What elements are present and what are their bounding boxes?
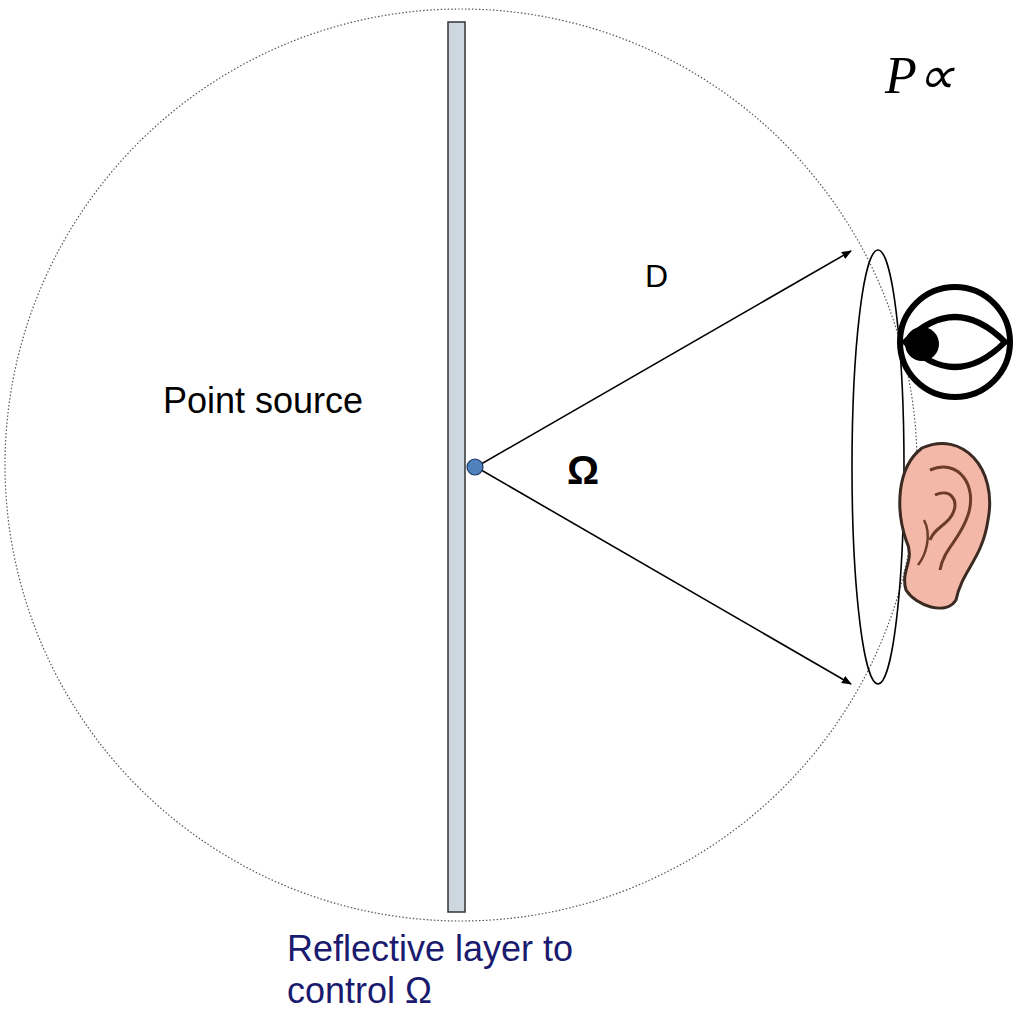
source-label: Point source — [163, 380, 363, 422]
proportional-label: P∝ — [885, 45, 954, 105]
distance-label: D — [645, 258, 668, 295]
point-source-dot — [467, 459, 483, 475]
reflective-layer — [448, 22, 465, 912]
dotted-sphere — [5, 9, 917, 921]
ear-icon — [900, 443, 990, 608]
solid-angle-label: Ω — [567, 448, 599, 493]
layer-caption: Reflective layer to control Ω — [287, 928, 592, 1012]
cone-edge — [476, 251, 851, 467]
eye-icon — [900, 287, 1010, 397]
cone-edge — [476, 467, 851, 684]
cone-base — [852, 250, 904, 684]
